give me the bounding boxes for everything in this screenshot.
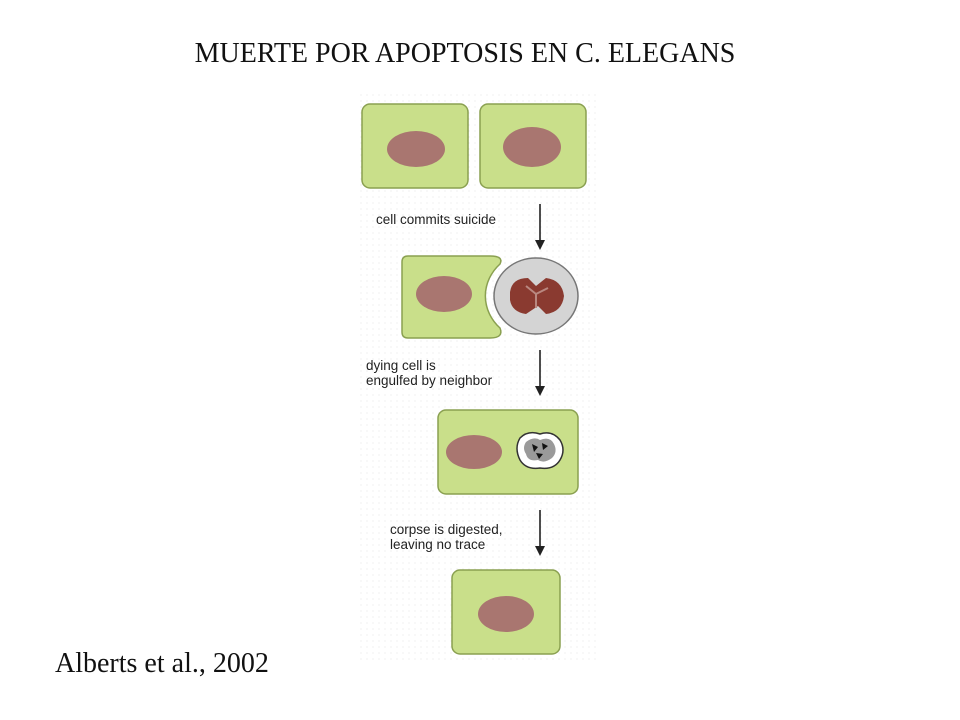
slide-title: MUERTE POR APOPTOSIS EN C. ELEGANS <box>194 38 736 69</box>
nucleus-left <box>387 131 445 167</box>
nucleus-right <box>503 127 561 167</box>
arrow-1 <box>535 204 545 250</box>
corpse <box>524 438 556 462</box>
stage-3-engulfed <box>437 409 579 495</box>
citation: Alberts et al., 2002 <box>55 648 269 679</box>
arrow-3 <box>535 510 545 556</box>
step-label-3: corpse is digested, leaving no trace <box>390 522 503 552</box>
diagram-canvas <box>358 92 598 662</box>
step-label-2: dying cell is engulfed by neighbor <box>366 358 493 388</box>
stage-2-dying-cell <box>401 255 579 339</box>
neighbor-nucleus <box>416 276 472 312</box>
engulfing-nucleus <box>446 435 502 469</box>
stage-1-two-cells <box>361 103 587 189</box>
apoptosis-diagram: cell commits suicide dying cell is engul… <box>340 92 600 672</box>
engulfing-cell <box>437 409 579 495</box>
arrow-2 <box>535 350 545 396</box>
surviving-nucleus <box>478 596 534 632</box>
step-label-1: cell commits suicide <box>376 212 497 227</box>
stage-4-single-cell <box>451 569 561 655</box>
